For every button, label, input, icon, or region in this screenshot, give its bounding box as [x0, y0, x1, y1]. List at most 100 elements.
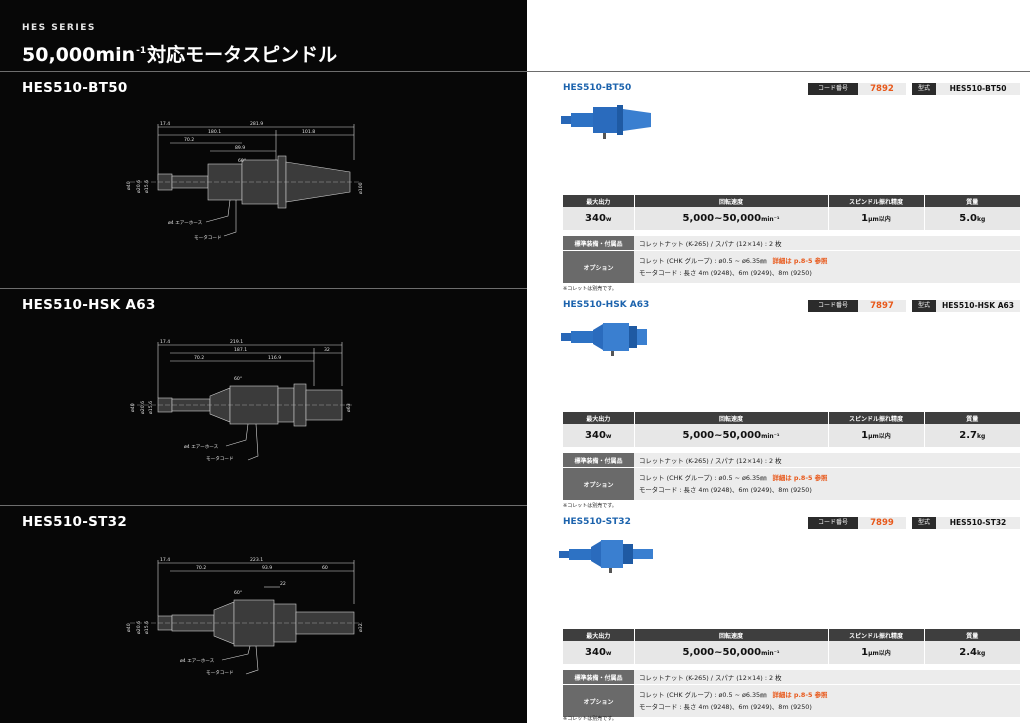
col-header: スピンドル振れ精度 — [828, 629, 925, 641]
dim-text: 180.1 — [208, 129, 221, 135]
model-title-hsk: HES510-HSK A63 — [22, 297, 156, 313]
standard-text: コレットナット (K-265) / スパナ (12×14) : 2 枚 — [634, 453, 1020, 467]
product-block-hsk: HES510-HSK A63 コード番号 7897 型式 HES510-HSK … — [561, 300, 1020, 514]
weight-cell: 5.0kg — [924, 207, 1020, 230]
code-label: コード番号 — [807, 83, 858, 95]
speed-cell: 5,000~50,000min⁻¹ — [634, 424, 829, 447]
runout-cell: 1μm以内 — [828, 207, 925, 230]
page-title: 50,000min-1対応モータスピンドル — [22, 40, 337, 67]
title-suffix: 対応モータスピンドル — [147, 44, 338, 66]
model-value: HES510-ST32 — [936, 517, 1020, 529]
spec-table: 最大出力 回転速度 スピンドル振れ精度 質量 340w 5,000~50,000… — [563, 629, 1020, 664]
dim-text: 93.9 — [262, 565, 272, 571]
title-prefix: 50,000min — [22, 44, 136, 66]
dim-text: 281.9 — [250, 121, 263, 127]
drawing-st32: 17.4 223.1 70.2 93.9 60 22 60° ø4 エアーホース… — [126, 557, 364, 676]
code-label: コード番号 — [807, 517, 858, 529]
title-sup: -1 — [136, 46, 147, 56]
drawing-bt50: 17.4 281.9 180.1 101.8 70.2 89.9 60° ø4 … — [126, 121, 364, 241]
weight-unit: kg — [976, 216, 986, 223]
model-label: 型式 — [911, 83, 936, 95]
dim-text: ø100 — [358, 182, 364, 194]
angle-text: 60° — [234, 590, 242, 596]
col-header: 最大出力 — [563, 195, 635, 207]
dim-text: 60 — [322, 565, 328, 571]
collet-note: ※コレットは別売です。 — [563, 286, 617, 292]
divider — [0, 505, 527, 506]
col-header: 回転速度 — [634, 412, 829, 424]
option-ref: 詳細は p.8-5 参照 — [772, 691, 828, 699]
weight-value: 2.7 — [959, 430, 977, 441]
model-label: 型式 — [911, 517, 936, 529]
air-hose-text: ø4 エアーホース — [184, 444, 219, 450]
motor-cord-text: モータコード — [206, 669, 234, 676]
standard-row: 標準装備・付属品 コレットナット (K-265) / スパナ (12×14) :… — [563, 670, 1020, 684]
code-box: コード番号 7899 型式 HES510-ST32 — [807, 517, 1020, 529]
option-ref: 詳細は p.8-5 参照 — [772, 257, 828, 265]
col-header: 回転速度 — [634, 195, 829, 207]
runout-value: 1 — [861, 647, 869, 658]
speed-unit: min⁻¹ — [761, 650, 780, 657]
angle-text: 60° — [234, 376, 242, 382]
standard-label: 標準装備・付属品 — [563, 236, 634, 250]
dim-text: 116.9 — [268, 355, 281, 361]
collet-note: ※コレットは別売です。 — [563, 716, 617, 722]
model-title-st32: HES510-ST32 — [22, 514, 128, 530]
runout-unit: μm以内 — [868, 433, 891, 440]
weight-value: 5.0 — [959, 213, 977, 224]
product-name: HES510-HSK A63 — [563, 300, 650, 310]
power-unit: w — [605, 650, 612, 657]
spindle-photo — [561, 105, 651, 139]
speed-unit: min⁻¹ — [761, 433, 780, 440]
weight-unit: kg — [976, 433, 986, 440]
option-collet: コレット (CHK グループ) : ø0.5 ~ ø6.35㎜ — [639, 257, 767, 265]
code-number: 7899 — [857, 517, 906, 529]
dim-text: 187.1 — [234, 347, 247, 353]
option-collet: コレット (CHK グループ) : ø0.5 ~ ø6.35㎜ — [639, 691, 767, 699]
air-hose-text: ø4 エアーホース — [180, 658, 215, 664]
dim-text: 17.4 — [160, 557, 170, 563]
runout-unit: μm以内 — [868, 650, 891, 657]
model-label: 型式 — [911, 300, 936, 312]
code-number: 7897 — [857, 300, 906, 312]
dim-text: 70.2 — [194, 355, 204, 361]
angle-text: 60° — [238, 158, 246, 164]
divider — [527, 71, 1030, 72]
runout-cell: 1μm以内 — [828, 641, 925, 664]
dim-text: 17.4 — [160, 339, 170, 345]
power-cell: 340w — [563, 641, 635, 664]
power-value: 340 — [585, 430, 606, 441]
dim-text: 32 — [324, 347, 330, 353]
dim-text: 70.2 — [196, 565, 206, 571]
dim-text: ø20.6 — [140, 401, 146, 414]
speed-cell: 5,000~50,000min⁻¹ — [634, 207, 829, 230]
runout-value: 1 — [861, 213, 869, 224]
col-header: 質量 — [924, 629, 1020, 641]
spindle-photo — [561, 323, 647, 356]
col-header: 質量 — [924, 195, 1020, 207]
option-collet: コレット (CHK グループ) : ø0.5 ~ ø6.35㎜ — [639, 474, 767, 482]
weight-unit: kg — [976, 650, 986, 657]
option-cord: モータコード : 長さ 4m (9248)、6m (9249)、8m (9250… — [639, 269, 812, 277]
power-cell: 340w — [563, 424, 635, 447]
dim-text: ø40 — [126, 623, 132, 632]
dim-text: ø20.6 — [136, 180, 142, 193]
dim-text: 223.1 — [250, 557, 263, 563]
model-value: HES510-BT50 — [936, 83, 1020, 95]
option-cord: モータコード : 長さ 4m (9248)、6m (9249)、8m (9250… — [639, 703, 812, 711]
speed-cell: 5,000~50,000min⁻¹ — [634, 641, 829, 664]
dim-text: ø32 — [358, 623, 364, 632]
dim-text: ø15.6 — [148, 401, 154, 414]
spindle-photo — [559, 540, 653, 573]
dim-text: 22 — [280, 581, 286, 587]
dim-text: ø20.6 — [136, 621, 142, 634]
weight-value: 2.4 — [959, 647, 977, 658]
code-box: コード番号 7897 型式 HES510-HSK A63 — [807, 300, 1020, 312]
option-label: オプション — [563, 251, 634, 283]
col-header: スピンドル振れ精度 — [828, 412, 925, 424]
speed-value: 5,000~50,000 — [682, 647, 762, 658]
product-block-bt50: HES510-BT50 コード番号 7892 型式 HES510-BT50 最大… — [561, 83, 1020, 297]
